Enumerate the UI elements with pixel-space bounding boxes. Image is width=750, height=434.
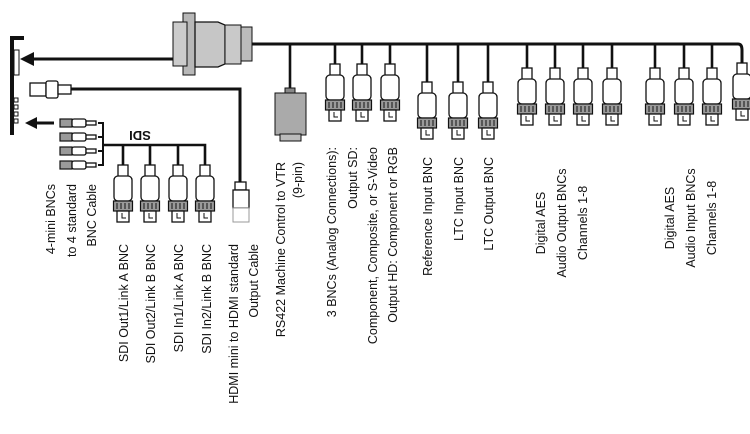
bnc-connector [731,62,750,121]
video-card-bracket [10,36,24,135]
ltc-output-label: LTC Output BNC [482,157,496,251]
mini-bnc-connector [59,146,97,156]
svg-text:Digital AES: Digital AES [663,187,677,250]
sdi-in2-label: SDI In2/Link B BNC [200,244,214,354]
bnc-connector [701,67,723,126]
bnc-connector [324,63,346,122]
bnc-connector [572,67,594,126]
sdi-in1-label: SDI In1/Link A BNC [172,244,186,352]
hdmi-mini-connector [29,80,72,99]
sdi-out2-label: SDI Out2/Link B BNC [144,244,158,364]
aes-output-label: Digital AES Audio Output BNCs Channels 1… [534,168,590,277]
svg-text:RS422 Machine Control to VTR: RS422 Machine Control to VTR [274,162,288,337]
svg-text:Component, Composite, or S-Vid: Component, Composite, or S-Video [366,147,380,344]
aes-input-label: Digital AES Audio Input BNCs Channels 1-… [663,168,719,267]
svg-text:Channels 1-8: Channels 1-8 [576,186,590,260]
svg-text:Digital AES: Digital AES [534,192,548,255]
hdmi-standard-connector [232,181,250,223]
bnc-connector [544,67,566,126]
rs422-label: RS422 Machine Control to VTR (9-pin) [274,162,305,337]
bnc-connector [516,67,538,126]
bnc-connector [139,164,161,223]
svg-text:4-mini BNCs: 4-mini BNCs [44,184,58,254]
bnc-connector [379,63,401,122]
sdi-out1-label: SDI Out1/Link A BNC [117,244,131,362]
arrow-icon [25,117,54,129]
svg-text:3 BNCs (Analog Connections):: 3 BNCs (Analog Connections): [325,147,339,317]
arrow-icon [20,52,173,66]
mini-bnc-connector [59,160,97,170]
mini-bnc-connector [59,132,97,142]
bnc-connector [416,81,438,140]
mini-bnc-connector [59,118,97,128]
analog-label: 3 BNCs (Analog Connections): Output SD: … [325,147,400,344]
hdmi-label: HDMI mini to HDMI standard Output Cable [227,244,261,404]
bnc-connector [477,81,499,140]
svg-text:(9-pin): (9-pin) [291,162,305,198]
bnc-connector [644,67,666,126]
svg-text:Output Cable: Output Cable [247,244,261,318]
svg-text:Output SD:: Output SD: [346,147,360,209]
db-breakout-connector [172,12,253,76]
svg-text:BNC Cable: BNC Cable [85,184,99,247]
bnc-connector [167,164,189,223]
bnc-connector [112,164,134,223]
svg-text:Audio Output BNCs: Audio Output BNCs [555,168,569,277]
bnc-connector [601,67,623,126]
svg-text:Audio Input BNCs: Audio Input BNCs [684,168,698,267]
svg-text:Channels 1-8: Channels 1-8 [705,181,719,255]
ltc-input-label: LTC Input BNC [452,157,466,241]
svg-text:Output HD: Component or RGB: Output HD: Component or RGB [386,147,400,323]
rs422-connector [274,87,307,142]
reference-input-label: Reference Input BNC [421,157,435,276]
mini-bnc-label: 4-mini BNCs to 4 standard BNC Cable [44,184,99,257]
bnc-connector [194,164,216,223]
bnc-connector [447,81,469,140]
bnc-connector [673,67,695,126]
svg-text:to 4 standard: to 4 standard [65,184,79,257]
bnc-connector [351,63,373,122]
sdi-bus-label: SDI [129,128,151,143]
svg-text:HDMI mini to HDMI standard: HDMI mini to HDMI standard [227,244,241,404]
